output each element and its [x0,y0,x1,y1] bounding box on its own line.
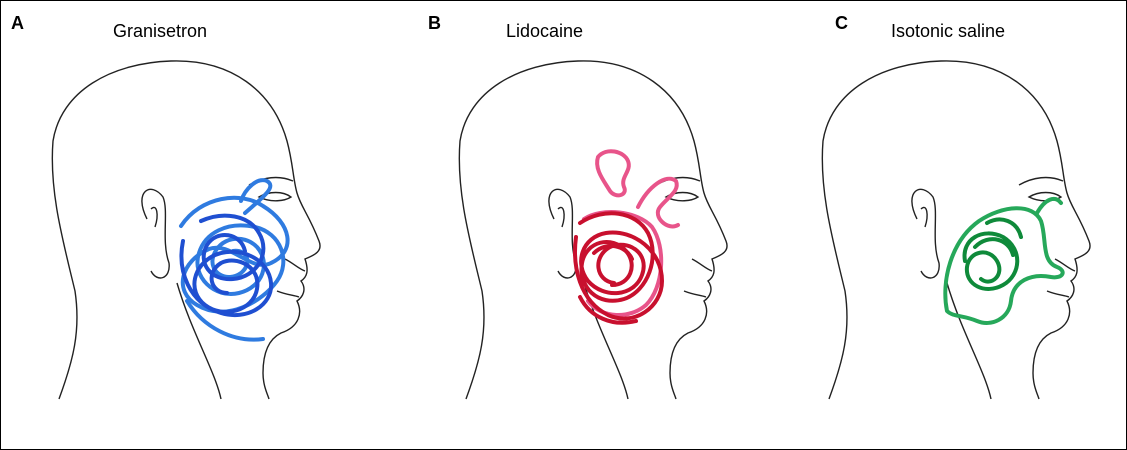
mouth [285,259,305,271]
eyebrow [1019,178,1063,185]
panel-c: C Isotonic saline [751,1,1126,449]
pain-drawing [945,199,1062,323]
pain-drawing [181,180,288,339]
head-illustration [1,1,376,449]
head-outline [52,61,320,399]
head-illustration [376,1,751,449]
head-outline [459,61,727,399]
ear [549,189,576,278]
head-outline [822,61,1090,399]
ear [142,189,169,278]
neck-line [947,283,991,399]
panel-a: A Granisetron [1,1,376,449]
ear [912,189,939,278]
pain-drawing [575,151,678,323]
panel-b: B Lidocaine [376,1,751,449]
head-illustration [751,1,1126,449]
mouth [692,259,712,271]
